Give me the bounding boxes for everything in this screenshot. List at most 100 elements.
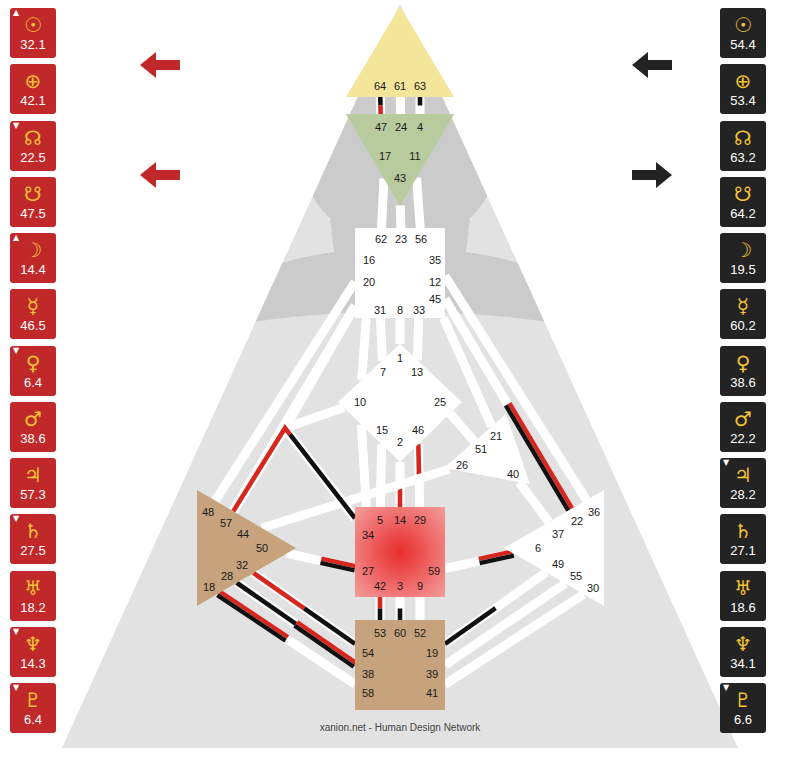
gate-number: 39 (426, 669, 438, 680)
gate-number: 30 (587, 583, 599, 594)
planet-symbol: ☉ (734, 13, 752, 37)
planet-symbol: ♃ (24, 463, 42, 487)
center-shape: 3622376495530 (504, 490, 604, 606)
channel-line (450, 414, 474, 442)
gate-number: 50 (256, 543, 268, 554)
dignity-marker: ▲ (13, 234, 19, 242)
planet-box: ▼♀6.4 (10, 346, 56, 396)
center-fill (444, 414, 530, 484)
personality-activation (418, 97, 423, 106)
channel-line (417, 318, 418, 360)
planet-box: ♀38.6 (720, 346, 766, 396)
channel-line (445, 276, 587, 500)
dignity-marker: ▼ (723, 684, 729, 692)
channel (287, 553, 356, 570)
personality-arrow (632, 162, 672, 188)
design-arrow (140, 52, 180, 78)
gate-number: 15 (376, 425, 388, 436)
dignity-marker: ▼ (13, 347, 19, 355)
activation-number: 60.2 (730, 318, 755, 334)
activation-number: 57.3 (20, 487, 45, 503)
design-activation (233, 428, 290, 511)
planet-box: ☽19.5 (720, 233, 766, 283)
activation-number: 28.2 (730, 487, 755, 503)
planet-box: ▼♃28.2 (720, 458, 766, 508)
gate-number: 43 (394, 173, 406, 184)
gate-number: 36 (588, 507, 600, 518)
activation-number: 6.4 (24, 375, 42, 391)
channel-line (396, 97, 405, 114)
channel-line (376, 97, 385, 114)
gate-number: 28 (221, 571, 233, 582)
personality-activation (217, 595, 285, 640)
planet-symbol: ♅ (24, 576, 42, 600)
channel-line (233, 408, 344, 512)
center-fill (346, 6, 454, 97)
channel (445, 594, 584, 684)
gate-number: 55 (570, 571, 582, 582)
planet-box: ▼☊22.5 (10, 121, 56, 171)
gate-number: 25 (434, 397, 446, 408)
channel-line (233, 428, 355, 518)
gate-number: 20 (363, 277, 375, 288)
planet-box: ⊕42.1 (10, 64, 56, 114)
center-fill (355, 507, 445, 597)
planet-symbol: ♂ (24, 407, 42, 431)
watermark: xanion.net - Human Design Network (320, 723, 481, 733)
planet-symbol: ♄ (734, 519, 752, 543)
activation-number: 54.4 (730, 37, 755, 53)
planet-box: ♂38.6 (10, 402, 56, 452)
planet-symbol: ⊕ (25, 69, 42, 93)
channel (400, 597, 401, 620)
planet-symbol: ☿ (27, 294, 39, 318)
channel (233, 428, 355, 518)
planet-symbol: ♆ (734, 632, 752, 656)
planet-symbol: ♂ (734, 407, 752, 431)
gate-number: 12 (429, 277, 441, 288)
channel (380, 97, 381, 114)
gate-number: 42 (374, 581, 386, 592)
channel (420, 597, 421, 620)
planet-box: ☿46.5 (10, 289, 56, 339)
dignity-marker: ▼ (13, 122, 19, 130)
gate-number: 41 (426, 688, 438, 699)
gate-number: 7 (380, 367, 386, 378)
activation-number: 27.1 (730, 543, 755, 559)
gate-number: 23 (395, 234, 407, 245)
gate-number: 35 (429, 255, 441, 266)
dignity-marker: ▼ (723, 459, 729, 467)
channel (215, 282, 355, 501)
gate-number: 59 (428, 566, 440, 577)
gate-number: 51 (475, 444, 487, 455)
personality-arrow (632, 52, 672, 78)
design-activation (416, 444, 421, 475)
activation-number: 14.3 (20, 656, 45, 672)
gate-number: 31 (374, 305, 386, 316)
center-fill (355, 228, 445, 318)
planet-box: ▼♄27.5 (10, 514, 56, 564)
gate-number: 48 (202, 507, 214, 518)
planet-box: ♃57.3 (10, 458, 56, 508)
planet-box: ▲☉32.1 (10, 8, 56, 58)
gate-number: 8 (397, 305, 403, 316)
personality-activation (320, 563, 354, 570)
gate-number: 5 (377, 515, 383, 526)
planet-box: ▼♇6.6 (720, 683, 766, 733)
design-activation (220, 592, 288, 637)
center-shape: 47244171143 (346, 114, 454, 206)
gate-number: 22 (571, 516, 583, 527)
gate-number: 34 (362, 530, 374, 541)
planet-symbol: ♇ (24, 688, 42, 712)
channel (362, 318, 367, 380)
planet-symbol: ☋ (734, 182, 752, 206)
activation-number: 42.1 (20, 93, 45, 109)
center-fill (338, 344, 462, 462)
gate-number: 60 (394, 628, 406, 639)
activation-number: 22.2 (730, 431, 755, 447)
planet-symbol: ⊕ (735, 69, 752, 93)
channel (420, 97, 421, 114)
channel (400, 318, 401, 344)
gate-number: 57 (220, 518, 232, 529)
design-activation (378, 597, 383, 609)
gate-number: 64 (374, 81, 386, 92)
